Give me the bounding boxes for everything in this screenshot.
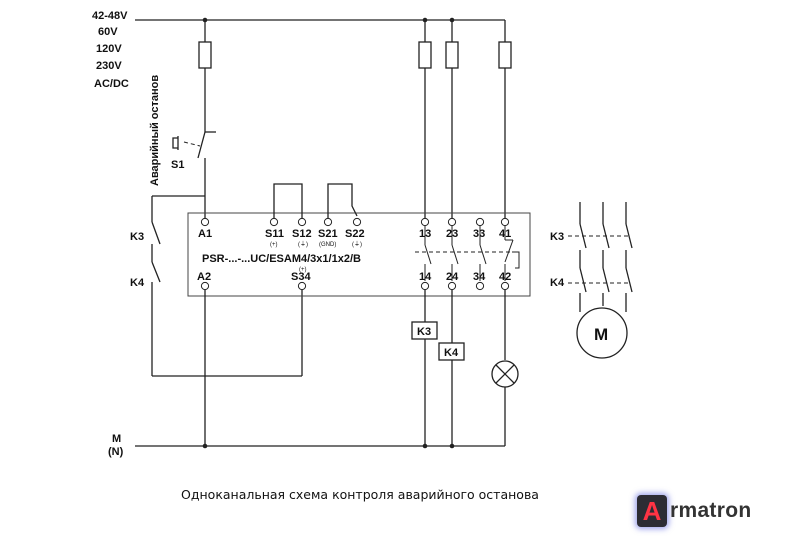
mushroom-button-icon bbox=[172, 137, 178, 149]
terminal-label: 33 bbox=[473, 228, 485, 240]
motor-label: M bbox=[594, 325, 608, 344]
terminal-s34 bbox=[297, 281, 307, 291]
terminal-34 bbox=[475, 281, 485, 291]
terminal-label: S34 bbox=[291, 271, 311, 283]
motor-icon: M bbox=[576, 307, 628, 359]
terminal-sublabel: (GND) bbox=[319, 242, 336, 248]
terminal-label: 24 bbox=[446, 271, 459, 283]
feedback-loop: K3 K4 bbox=[130, 195, 303, 377]
fuse bbox=[445, 41, 459, 69]
fuse bbox=[198, 41, 212, 69]
terminal-a1 bbox=[200, 217, 210, 227]
output-contacts bbox=[415, 226, 520, 281]
voltage-label: 60V bbox=[98, 26, 118, 38]
voltage-label: 230V bbox=[96, 60, 122, 72]
safety-relay-module bbox=[187, 212, 531, 297]
terminal-label: 42 bbox=[499, 271, 511, 283]
terminal-13 bbox=[420, 217, 430, 227]
terminal-sublabel: (+) bbox=[299, 267, 307, 273]
coil-label-k4: K4 bbox=[444, 347, 459, 359]
terminal-label: S12 bbox=[292, 228, 312, 240]
terminal-s21 bbox=[323, 217, 333, 227]
junction-dot bbox=[449, 443, 455, 449]
terminal-label: S21 bbox=[318, 228, 338, 240]
voltage-label: 42-48V bbox=[92, 10, 128, 22]
terminal-24 bbox=[447, 281, 457, 291]
voltage-label: AC/DC bbox=[94, 78, 129, 90]
terminal-41 bbox=[500, 217, 510, 227]
bottom-terminals: A2 S34 14 24 34 42 (+) bbox=[197, 267, 511, 291]
fuse bbox=[498, 41, 512, 69]
indicator-lamp-icon bbox=[491, 360, 519, 388]
terminal-label: A1 bbox=[198, 228, 212, 240]
junction-dot bbox=[202, 443, 208, 449]
neutral-label: M bbox=[112, 433, 121, 445]
brand-logo: A rmatron bbox=[637, 494, 751, 528]
motor-contactors: K3 K4 bbox=[550, 202, 633, 312]
terminal-a2 bbox=[200, 281, 210, 291]
terminal-s22 bbox=[352, 217, 362, 227]
contactor-label-k3: K3 bbox=[550, 231, 564, 243]
terminal-label: S22 bbox=[345, 228, 365, 240]
emergency-stop-switch: S1 Аварийный останов bbox=[149, 75, 216, 220]
terminal-sublabel: (⏚) bbox=[352, 241, 362, 248]
load-circuits: K3 K4 bbox=[204, 290, 519, 446]
switch-label: S1 bbox=[171, 159, 184, 171]
terminal-sublabel: (+) bbox=[270, 242, 278, 248]
terminal-sublabel: (⏚) bbox=[298, 241, 308, 248]
terminal-label: A2 bbox=[197, 271, 211, 283]
terminal-23 bbox=[447, 217, 457, 227]
junction-dot bbox=[422, 443, 428, 449]
fuses bbox=[198, 20, 512, 220]
contactor-label-k4: K4 bbox=[550, 277, 565, 289]
terminal-42 bbox=[500, 281, 510, 291]
emergency-stop-label: Аварийный останов bbox=[149, 75, 161, 186]
terminal-s12 bbox=[297, 217, 307, 227]
voltage-label: 120V bbox=[96, 43, 122, 55]
contact-label-k3: K3 bbox=[130, 231, 144, 243]
terminal-label: S11 bbox=[265, 228, 284, 240]
terminal-bridges bbox=[273, 183, 358, 220]
logo-mark: A bbox=[637, 495, 667, 527]
top-terminals: A1 S11 S12 S21 S22 13 23 33 41 (+) (⏚) (… bbox=[198, 217, 511, 248]
terminal-label: 34 bbox=[473, 271, 486, 283]
supply-voltage-labels: 42-48V 60V 120V 230V AC/DC bbox=[92, 10, 129, 90]
contact-label-k4: K4 bbox=[130, 277, 145, 289]
logo-text: rmatron bbox=[670, 499, 752, 522]
terminal-s11 bbox=[269, 217, 279, 227]
terminal-label: 14 bbox=[419, 271, 432, 283]
coil-label-k3: K3 bbox=[417, 326, 431, 338]
fuse bbox=[418, 41, 432, 69]
relay-model-label: PSR-...-...UC/ESAM4/3x1/1x2/B bbox=[202, 253, 361, 265]
terminal-14 bbox=[420, 281, 430, 291]
diagram-caption: Одноканальная схема контроля аварийного … bbox=[181, 487, 539, 502]
terminal-33 bbox=[475, 217, 485, 227]
neutral-label: (N) bbox=[108, 446, 124, 458]
